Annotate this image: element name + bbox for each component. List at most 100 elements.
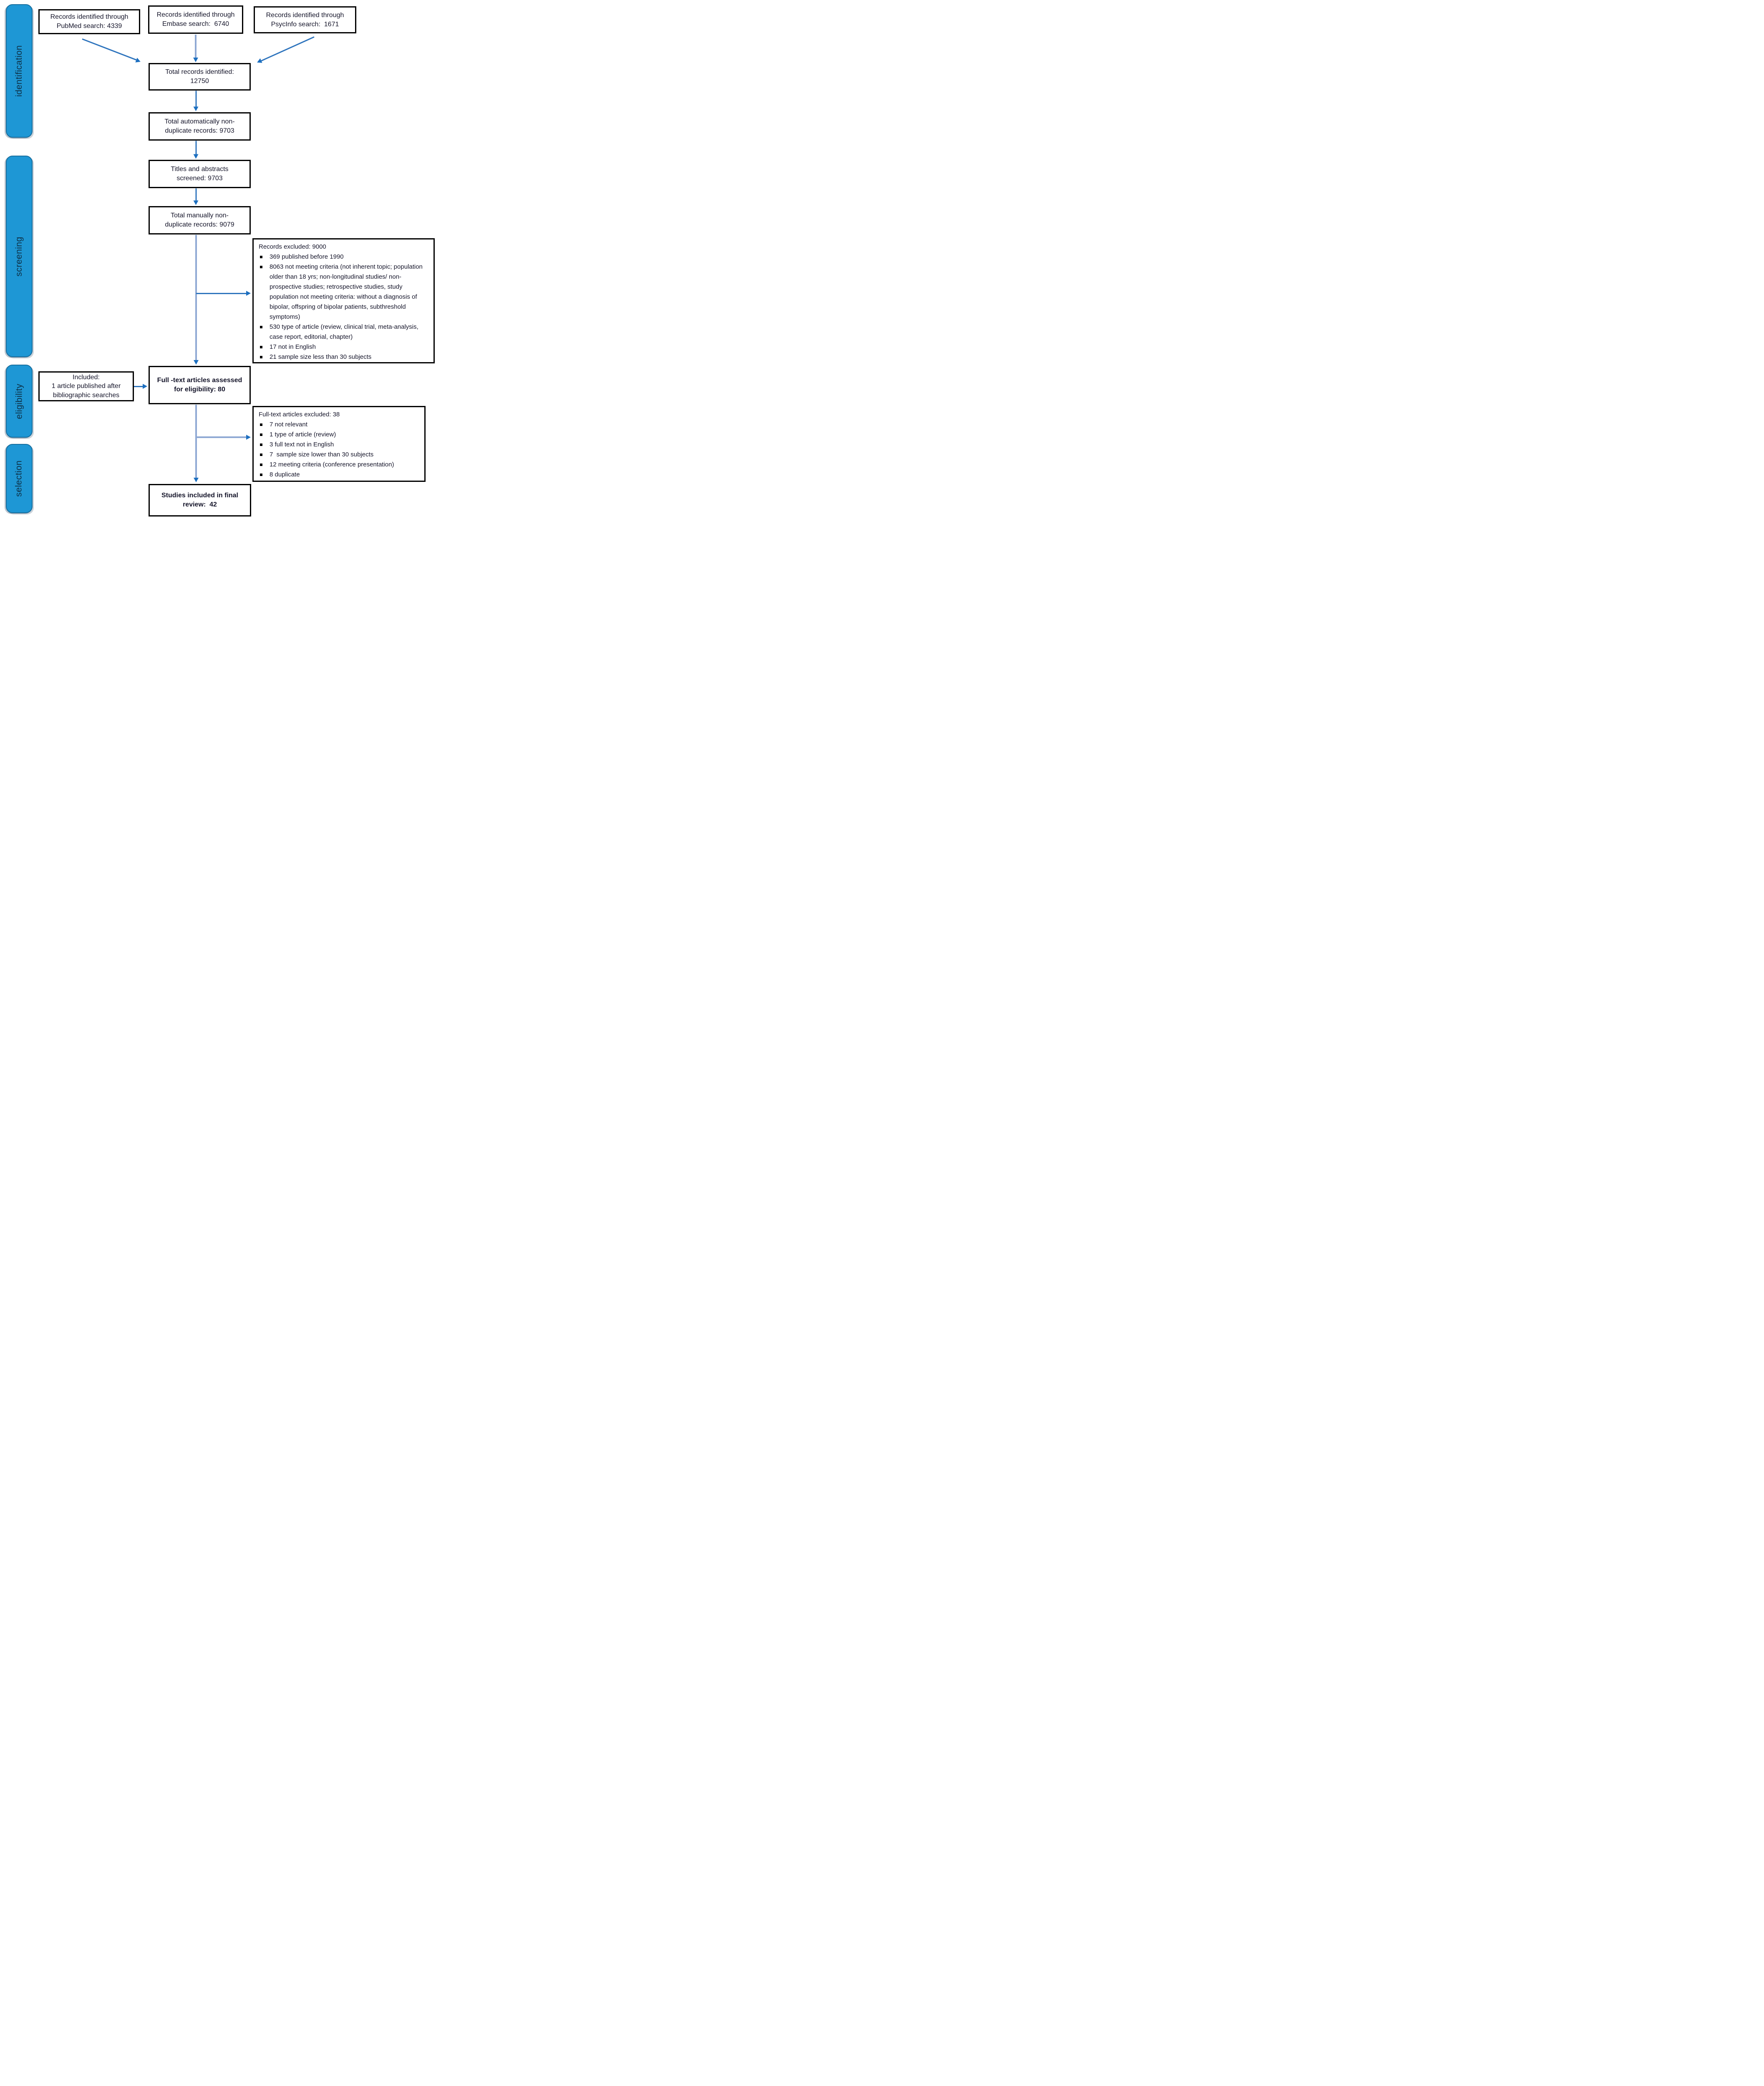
box-line: Records identified through (50, 13, 129, 21)
list-item-text: 8 duplicate (270, 471, 300, 478)
arrowhead-icon (193, 57, 198, 62)
box-line: 12750 (190, 78, 209, 85)
arrow-psycinfo-to-total (256, 36, 315, 65)
box-line: duplicate records: 9703 (165, 127, 234, 134)
box-line: 1 article published after (51, 383, 121, 390)
arrow-manual-to-assessed (194, 234, 199, 365)
box-titles-screened: Titles and abstracts screened: 9703 (149, 160, 251, 188)
fulltext-excluded-header: Full-text articles excluded: 38 (259, 411, 340, 418)
list-item-text: 17 not in English (270, 343, 316, 350)
stage-selection: selection (6, 444, 33, 513)
bullet-icon (260, 443, 262, 446)
box-embase-records: Records identified through Embase search… (148, 5, 243, 34)
arrowhead-icon (194, 477, 199, 482)
arrow-branch-to-records-excluded (196, 291, 251, 296)
stage-selection-label: selection (14, 460, 24, 497)
list-item-text: 12 meeting criteria (conference presenta… (270, 461, 394, 468)
list-item-text: 369 published before 1990 (270, 253, 344, 260)
box-line: Records identified through (156, 11, 235, 19)
box-line: Included: (73, 373, 100, 381)
arrowhead-icon (246, 434, 251, 440)
list-item: 369 published before 1990 (259, 252, 430, 262)
box-psycinfo-records: Records identified through PsycInfo sear… (254, 6, 356, 33)
arrow-embase-to-total (193, 34, 198, 62)
stage-identification-label: identification (14, 45, 24, 97)
box-line: screened: 9703 (176, 175, 223, 182)
records-excluded-header: Records excluded: 9000 (259, 243, 326, 250)
bullet-icon (260, 423, 262, 426)
arrowhead-icon (194, 106, 199, 111)
bullet-icon (260, 433, 262, 436)
stage-screening: screening (6, 156, 33, 357)
box-line: review: 42 (183, 501, 217, 508)
stage-eligibility: eligibility (6, 365, 33, 438)
box-line: duplicate records: 9079 (165, 221, 234, 228)
box-fulltext-excluded: Full-text articles excluded: 38 7 not re… (252, 406, 426, 482)
arrow-pubmed-to-total (82, 38, 142, 64)
box-line: bibliographic searches (53, 391, 120, 399)
box-line: Studies included in final (161, 492, 238, 499)
list-item: 3 full text not in English (259, 440, 421, 450)
box-included-bibliographic: Included: 1 article published after bibl… (38, 371, 134, 401)
list-item-text: 7 sample size lower than 30 subjects (270, 451, 374, 458)
list-item: 1 type of article (review) (259, 430, 421, 440)
arrowhead-icon (194, 200, 199, 205)
box-line: Records identified through (266, 11, 344, 19)
bullet-icon (260, 464, 262, 466)
box-line: PubMed search: 4339 (56, 23, 122, 30)
arrowhead-icon (194, 154, 199, 159)
stage-identification: identification (6, 4, 33, 138)
bullet-icon (260, 256, 262, 258)
list-item: 8063 not meeting criteria (not inherent … (259, 262, 430, 322)
arrow-total-to-auto (194, 91, 199, 111)
list-item-text: 7 not relevant (270, 421, 307, 428)
box-line: PsycInfo search: 1671 (271, 20, 339, 28)
list-item: 17 not in English (259, 342, 430, 352)
list-item: 530 type of article (review, clinical tr… (259, 322, 430, 342)
fulltext-excluded-list: 7 not relevant 1 type of article (review… (259, 420, 421, 480)
list-item-text: 21 sample size less than 30 subjects (270, 353, 372, 360)
arrow-auto-to-titles (194, 141, 199, 159)
box-fulltext-assessed: Full -text articles assessed for eligibi… (149, 366, 251, 404)
box-line: Titles and abstracts (171, 166, 229, 173)
stage-eligibility-label: eligibility (14, 383, 24, 419)
bullet-icon (260, 474, 262, 476)
arrow-titles-to-manual (194, 188, 199, 205)
box-line: for eligibility: 80 (174, 386, 225, 393)
bullet-icon (260, 453, 262, 456)
arrowhead-icon (143, 384, 147, 389)
box-auto-nonduplicate: Total automatically non- duplicate recor… (149, 112, 251, 141)
box-line: Full -text articles assessed (157, 377, 242, 384)
prisma-flow-diagram: identification screening eligibility sel… (0, 0, 441, 526)
arrowhead-icon (194, 360, 199, 365)
box-line: Total automatically non- (164, 118, 235, 126)
bullet-icon (260, 346, 262, 348)
box-total-identified: Total records identified: 12750 (149, 63, 251, 91)
list-item-text: 3 full text not in English (270, 441, 334, 448)
stage-screening-label: screening (14, 236, 24, 277)
box-manual-nonduplicate: Total manually non- duplicate records: 9… (149, 206, 251, 234)
list-item-text: 8063 not meeting criteria (not inherent … (270, 263, 425, 320)
arrow-assessed-to-final (194, 404, 199, 482)
list-item: 7 sample size lower than 30 subjects (259, 450, 421, 460)
arrow-included-to-assessed (134, 384, 147, 389)
list-item: 8 duplicate (259, 470, 421, 480)
arrowhead-icon (135, 57, 142, 64)
bullet-icon (260, 266, 262, 268)
box-line: Embase search: 6740 (162, 20, 229, 28)
box-line: Total manually non- (171, 212, 229, 219)
list-item-text: 530 type of article (review, clinical tr… (270, 323, 420, 340)
list-item: 21 sample size less than 30 subjects (259, 352, 430, 362)
box-pubmed-records: Records identified through PubMed search… (38, 9, 140, 34)
box-records-excluded: Records excluded: 9000 369 published bef… (252, 238, 435, 363)
list-item: 12 meeting criteria (conference presenta… (259, 460, 421, 470)
records-excluded-list: 369 published before 1990 8063 not meeti… (259, 252, 430, 362)
list-item-text: 1 type of article (review) (270, 431, 336, 438)
bullet-icon (260, 356, 262, 358)
arrow-branch-to-fulltext-excluded (196, 434, 251, 440)
arrowhead-icon (256, 58, 262, 65)
box-line: Total records identified: (165, 68, 234, 76)
bullet-icon (260, 326, 262, 328)
list-item: 7 not relevant (259, 420, 421, 430)
arrowhead-icon (246, 291, 251, 296)
